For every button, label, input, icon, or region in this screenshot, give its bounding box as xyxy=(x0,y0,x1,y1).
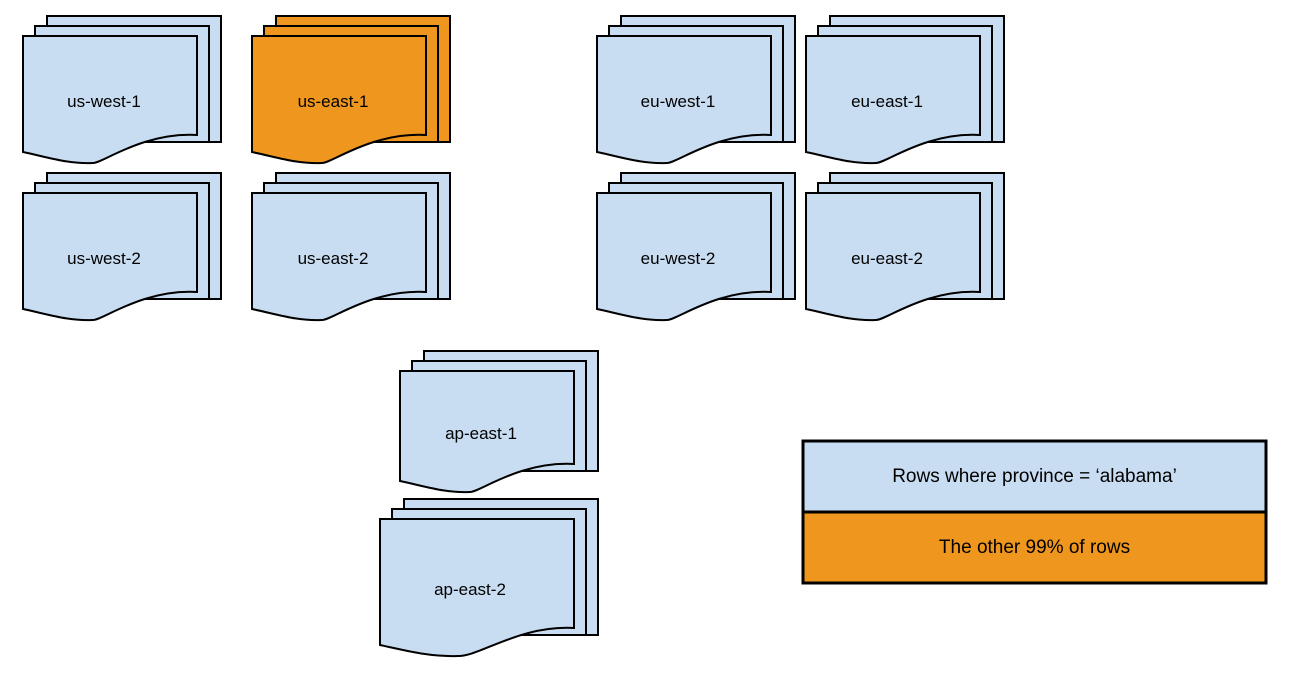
document-sheet-front xyxy=(805,192,981,322)
document-stack-us-east-2[interactable] xyxy=(251,172,451,322)
document-sheet-front xyxy=(805,35,981,165)
document-stack-eu-east-1[interactable] xyxy=(805,15,1005,165)
document-sheet-front xyxy=(379,518,575,658)
legend xyxy=(801,439,1268,585)
document-stack-eu-east-2[interactable] xyxy=(805,172,1005,322)
document-stack-ap-east-1[interactable] xyxy=(399,350,599,494)
document-stack-eu-west-1[interactable] xyxy=(596,15,796,165)
legend-swatch-legend-orange xyxy=(801,510,1268,585)
document-sheet-front xyxy=(399,370,575,494)
document-stack-us-west-1[interactable] xyxy=(22,15,222,165)
document-stack-us-west-2[interactable] xyxy=(22,172,222,322)
legend-swatch-legend-blue xyxy=(801,439,1268,514)
document-sheet-front xyxy=(22,192,198,322)
document-sheet-front xyxy=(251,192,427,322)
document-stack-eu-west-2[interactable] xyxy=(596,172,796,322)
document-sheet-front xyxy=(596,35,772,165)
document-sheet-front xyxy=(251,35,427,165)
document-stack-ap-east-2[interactable] xyxy=(379,498,599,658)
document-stack-us-east-1[interactable] xyxy=(251,15,451,165)
document-sheet-front xyxy=(596,192,772,322)
document-sheet-front xyxy=(22,35,198,165)
